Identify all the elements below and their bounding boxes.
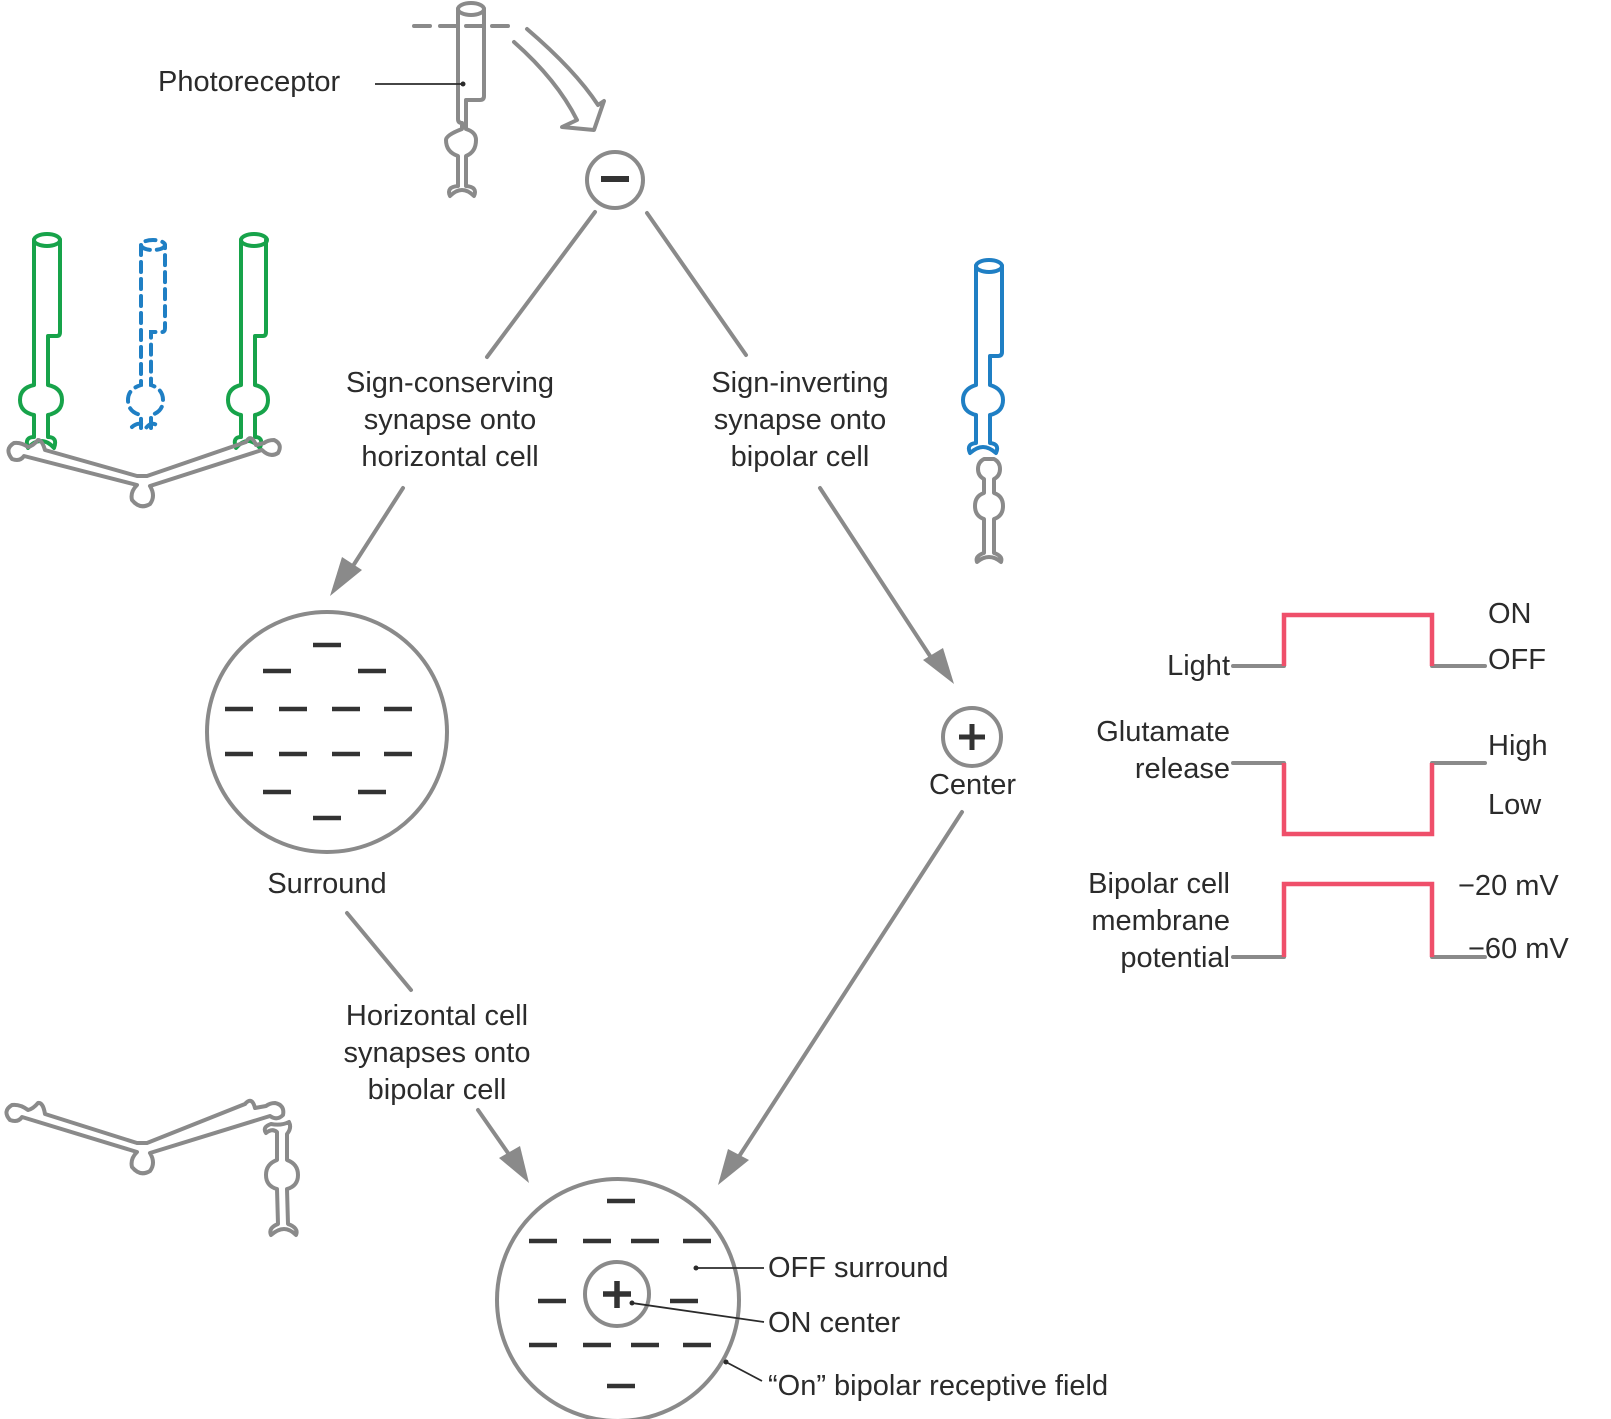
on-center-leader [631,1302,765,1323]
trace-bipolar-low-label: −60 mV [1468,933,1569,965]
on-bipolar-receptive-field [495,1177,765,1419]
trace-label-glutamate: Glutamate release [1096,716,1230,785]
arrow-to-receptive-field-left [476,1108,529,1183]
arrow-to-surround [330,486,405,596]
curved-arrow-icon [512,27,606,132]
center-node-icon [941,706,1003,768]
on-bipolar-field-label: “On” bipolar receptive field [768,1370,1109,1402]
minus-node-icon [585,150,645,210]
trace-pulse-2 [1281,881,1435,957]
off-surround-label: OFF surround [768,1252,949,1284]
trace-label-light: Light [1167,650,1230,682]
arrow-to-center [818,486,954,684]
trace-label-bipolar: Bipolar cell membrane potential [1088,868,1230,974]
trace-pulse-1 [1281,763,1435,837]
sign-conserving-label: Sign-conserving synapse onto horizontal … [346,367,554,473]
trace-light-high-label: ON [1488,598,1532,630]
trace-light-low-label: OFF [1488,644,1546,676]
arrow-to-receptive-field-right [718,810,964,1185]
waveform-traces [1231,612,1487,959]
surround-to-horizontal-line [345,911,413,992]
rod-photoreceptor-icon [375,1,514,198]
branch-line-left [485,210,597,359]
sign-inverting-label: Sign-inverting synapse onto bipolar cell [711,367,889,473]
on-center-label: ON center [768,1307,901,1339]
field-leader [725,1361,763,1382]
trace-glutamate-high-label: High [1488,730,1548,762]
center-label: Center [928,769,1017,801]
cone-to-bipolar-icon [961,258,1005,564]
branch-line-right [645,211,748,357]
photoreceptor-label: Photoreceptor [158,66,341,98]
surround-label: Surround [267,868,387,900]
trace-bipolar-high-label: −20 mV [1458,870,1559,902]
cones-with-horizontal-cell-icon [6,232,282,509]
horizontal-synapses-label: Horizontal cell synapses onto bipolar ce… [343,1000,531,1106]
trace-pulse-0 [1281,612,1435,666]
horizontal-to-bipolar-icon [4,1098,300,1237]
surround-field [205,610,449,854]
trace-glutamate-low-label: Low [1488,789,1542,821]
